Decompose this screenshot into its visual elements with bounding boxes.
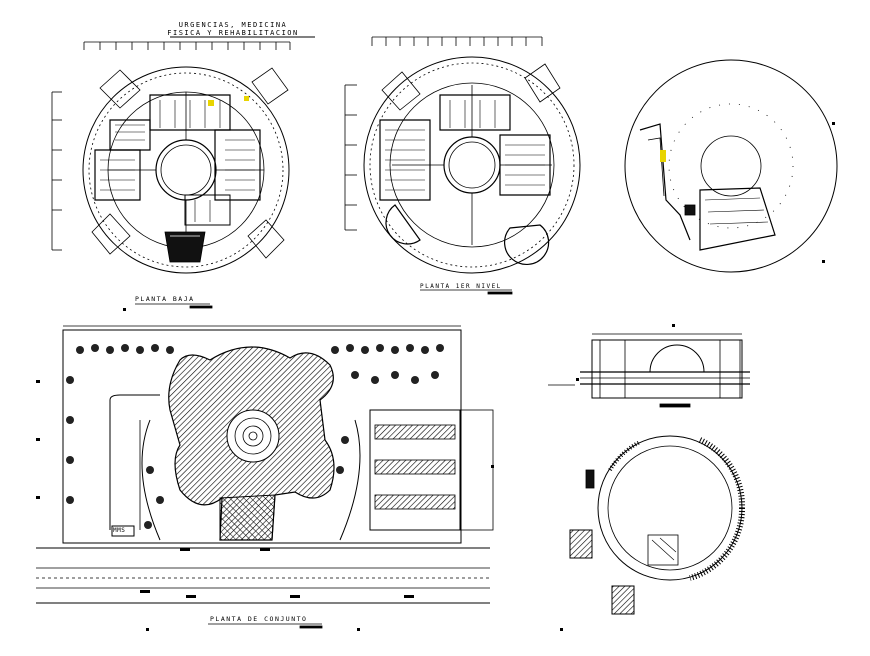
- caption-site-plan: PLANTA DE CONJUNTO: [210, 615, 308, 623]
- plan-first-level: [344, 36, 581, 295]
- plan-ground-floor: [51, 41, 291, 309]
- sign-label: MMS: [113, 527, 126, 534]
- caption-ground-floor: PLANTA BAJA: [135, 295, 195, 303]
- plan-roof-level: [624, 59, 838, 273]
- plan-site: [36, 325, 494, 629]
- drawing-title-line2: FISICA Y REHABILITACION: [167, 29, 299, 37]
- caption-first-level: PLANTA 1ER NIVEL: [420, 283, 502, 290]
- drawing-title-line1: URGENCIAS, MEDICINA: [178, 21, 288, 29]
- plan-ring-detail: [569, 435, 746, 615]
- section-elevation: [548, 333, 750, 408]
- scattered-markers: [36, 122, 835, 631]
